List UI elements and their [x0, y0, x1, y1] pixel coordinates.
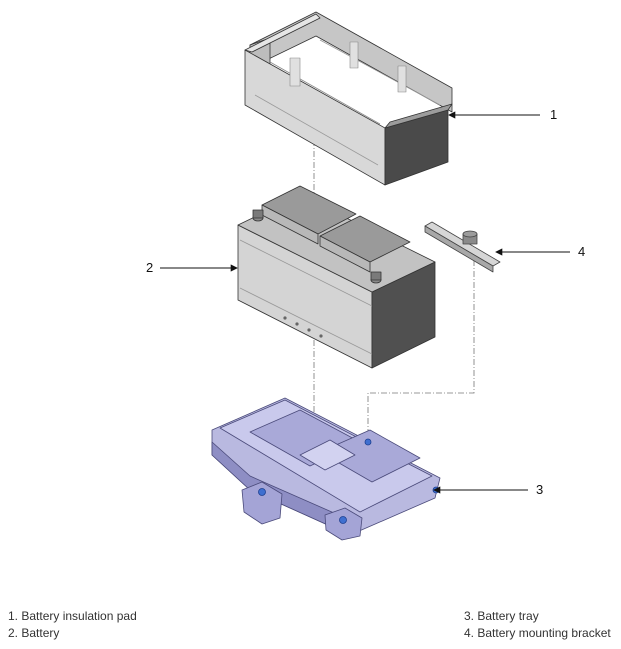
legend-item-battery: 2. Battery: [8, 626, 60, 640]
battery-insulation-pad: [244, 11, 453, 186]
legend-item-battery-tray: 3. Battery tray: [464, 609, 539, 623]
leader-lines: [160, 111, 570, 494]
callout-number-1: 1: [550, 107, 558, 122]
legend-item-mounting-bracket: 4. Battery mounting bracket: [464, 626, 611, 640]
callout-number-2: 2: [146, 260, 154, 275]
callout-number-3: 3: [536, 482, 544, 497]
battery: [237, 185, 436, 369]
callout-number-4: 4: [578, 244, 586, 259]
battery-mounting-bracket: [424, 221, 501, 273]
alignment-lines: [313, 140, 475, 440]
battery-tray: [211, 397, 441, 541]
legend-item-insulation-pad: 1. Battery insulation pad: [8, 609, 137, 623]
exploded-view-diagram: [160, 11, 570, 541]
